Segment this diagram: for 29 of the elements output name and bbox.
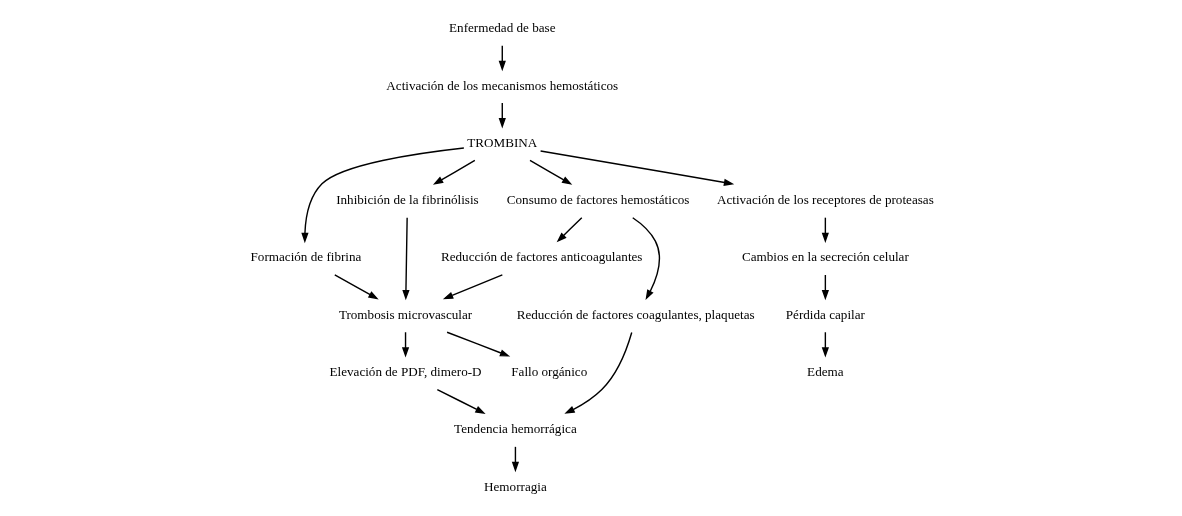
node-text: Fallo orgánico — [510, 364, 587, 380]
arrow — [563, 331, 632, 414]
node-text: Hemorragia — [483, 478, 547, 494]
node-text: Reducción de factores anticoagulantes — [440, 249, 642, 265]
node-text: TROMBINA — [466, 134, 537, 150]
arrow — [432, 159, 476, 185]
node-text: Elevación de PDF, dimero-D — [329, 364, 482, 380]
arrow — [445, 331, 510, 357]
node-text: Reducción de factores coagulantes, plaquetas — [516, 306, 755, 322]
node-text: Activación de los receptores de proteasas — [716, 192, 934, 208]
node-text: Edema — [806, 364, 844, 380]
arrow — [556, 216, 582, 243]
node-text: Trombosis microvascular — [338, 306, 472, 322]
node-text: Formación de fibrina — [250, 249, 361, 265]
arrow — [300, 147, 465, 244]
arrow — [539, 150, 734, 186]
node-text: Cambios en la secreción celular — [741, 249, 909, 265]
arrow — [631, 217, 660, 301]
arrow — [436, 388, 486, 414]
node-text: Consumo de factores hemostáticos — [506, 192, 689, 208]
arrow — [333, 274, 379, 300]
node-text: Activación de los mecanismos hemostáticos — [385, 77, 618, 93]
arrow — [442, 274, 503, 300]
node-text: Inhibición de la fibrinólisis — [335, 192, 479, 208]
node-text: Enfermedad de base — [448, 20, 555, 36]
node-text: Tendencia hemorrágica — [453, 421, 577, 437]
node-text: Pérdida capilar — [785, 306, 865, 322]
arrow — [528, 159, 572, 185]
arrow — [401, 217, 410, 301]
